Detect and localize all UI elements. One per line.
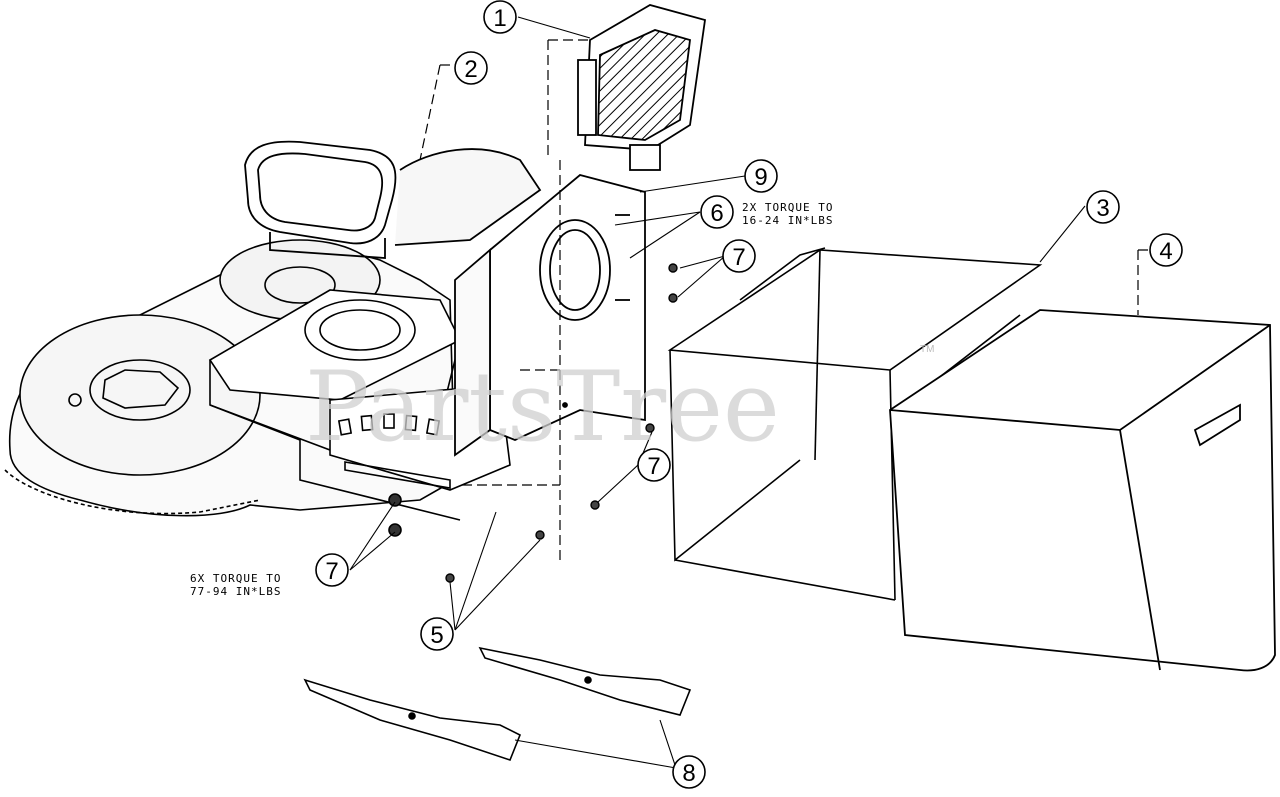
callout-9[interactable]: 9 <box>744 159 778 193</box>
callout-7-middle-label: 7 <box>647 453 660 480</box>
torque-note-upper: 2X TORQUE TO 16-24 IN*LBS <box>742 201 833 227</box>
callout-6[interactable]: 6 <box>700 195 734 229</box>
torque-note-upper-line2: 16-24 IN*LBS <box>742 214 833 227</box>
torque-note-lower-line2: 77-94 IN*LBS <box>190 585 281 598</box>
callout-7-upper[interactable]: 7 <box>722 239 756 273</box>
assembly-center-lines <box>419 39 1158 560</box>
mower-blades <box>303 646 692 761</box>
hardware <box>445 263 678 583</box>
callout-8[interactable]: 8 <box>672 755 706 789</box>
bag-frame <box>667 247 1043 601</box>
callout-3[interactable]: 3 <box>1086 190 1120 224</box>
callout-7-upper-label: 7 <box>732 244 745 271</box>
callout-2[interactable]: 2 <box>454 51 488 85</box>
callout-4[interactable]: 4 <box>1149 233 1183 267</box>
torque-note-lower-line1: 6X TORQUE TO <box>190 572 281 585</box>
callout-7-lower-label: 7 <box>325 558 338 585</box>
seat <box>244 140 542 259</box>
grass-bag <box>889 309 1276 672</box>
callout-5[interactable]: 5 <box>420 617 454 651</box>
mower-deck <box>4 239 511 537</box>
leader-lines <box>349 16 1086 769</box>
callout-9-label: 9 <box>754 164 767 191</box>
callout-6-label: 6 <box>710 200 723 227</box>
callout-1-label: 1 <box>493 5 506 32</box>
callout-5-label: 5 <box>430 622 443 649</box>
chute-housing <box>454 174 646 457</box>
callouts: 1 2 3 4 5 6 7 7 <box>315 0 1183 789</box>
callout-2-label: 2 <box>464 56 477 83</box>
chute-door <box>577 4 707 171</box>
watermark-text: PartsTree <box>305 351 780 463</box>
callout-4-label: 4 <box>1159 238 1172 265</box>
callout-7-middle[interactable]: 7 <box>637 448 671 482</box>
callout-1[interactable]: 1 <box>483 0 517 34</box>
callout-8-label: 8 <box>682 760 695 787</box>
torque-note-upper-line1: 2X TORQUE TO <box>742 201 833 214</box>
callout-3-label: 3 <box>1096 195 1109 222</box>
watermark-tm: TM <box>920 344 934 355</box>
watermark: PartsTree TM <box>305 344 934 463</box>
callout-7-lower[interactable]: 7 <box>315 553 349 587</box>
torque-note-lower: 6X TORQUE TO 77-94 IN*LBS <box>190 572 281 598</box>
